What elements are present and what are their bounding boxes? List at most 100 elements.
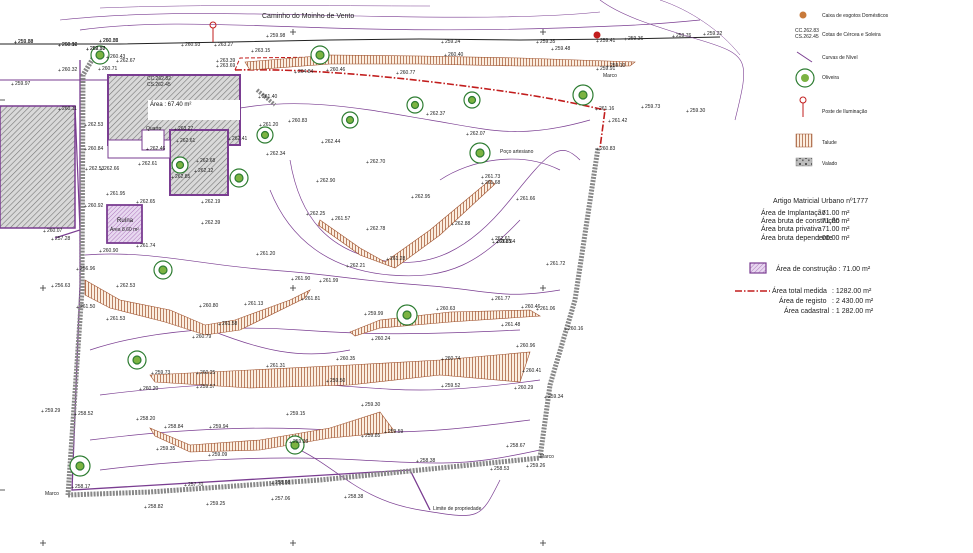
elevation-value: 259.59 — [388, 429, 404, 435]
svg-text:Área bruta dependente: Área bruta dependente — [761, 233, 833, 242]
elevation-mark-icon: + — [536, 307, 539, 313]
elevation-value: 262.53 — [88, 122, 104, 128]
elevation-value: 259.52 — [445, 383, 461, 389]
elevation-point: +261.16 — [595, 106, 615, 113]
elevation-point: +258.08 — [271, 480, 291, 487]
elevation-mark-icon: + — [306, 212, 309, 218]
olive-tree-icon — [90, 45, 110, 65]
elevation-mark-icon: + — [441, 384, 444, 390]
svg-text:Área cadastral: Área cadastral — [784, 306, 830, 315]
elevation-value: 259.30 — [365, 402, 381, 408]
elevation-value: 261.73 — [485, 174, 501, 180]
elevation-value: 258.67 — [510, 443, 526, 449]
elevation-mark-icon: + — [481, 181, 484, 187]
elevation-mark-icon: + — [116, 284, 119, 290]
elevation-value: 262.41 — [232, 136, 248, 142]
elevation-mark-icon: + — [426, 112, 429, 118]
elevation-mark-icon: + — [386, 257, 389, 263]
elevation-mark-icon: + — [526, 464, 529, 470]
elevation-value: 262.19 — [205, 199, 221, 205]
elevation-mark-icon: + — [116, 59, 119, 65]
building-cota-top: CC.262.82 — [147, 76, 171, 82]
elevation-value: 262.61 — [495, 236, 511, 242]
olive-tree-icon — [795, 68, 815, 88]
olive-tree-icon — [285, 435, 305, 455]
elevation-mark-icon: + — [331, 217, 334, 223]
elevation-point: +262.07 — [466, 131, 486, 138]
elevation-mark-icon: + — [289, 440, 292, 446]
elevation-point: +262.53 — [85, 166, 105, 173]
elevation-mark-icon: + — [596, 67, 599, 73]
elevation-value: 262.88 — [455, 221, 471, 227]
legend-item-poste: Poste de Iluminação — [799, 96, 868, 117]
elevation-value: 258.82 — [148, 504, 164, 510]
svg-text:: 71.00 m²: : 71.00 m² — [818, 218, 850, 225]
elevation-point: +260.63 — [436, 306, 456, 313]
elevation-mark-icon: + — [146, 147, 149, 153]
elevation-point: +260.46 — [521, 304, 541, 311]
elevation-mark-icon: + — [99, 249, 102, 255]
elevation-point: +261.20 — [256, 251, 276, 258]
elevation-value: 260.80 — [203, 303, 219, 309]
elevation-point: +260.02 — [99, 38, 119, 45]
elevation-point: +259.34 — [544, 394, 564, 401]
elevation-mark-icon: + — [686, 109, 689, 115]
elevation-mark-icon: + — [74, 412, 77, 418]
elevation-mark-icon: + — [43, 229, 46, 235]
elevation-mark-icon: + — [259, 123, 262, 129]
elevation-point: +260.92 — [84, 203, 104, 210]
construction-area: Área de construção : 71.00 m² — [776, 264, 871, 273]
elevation-mark-icon: + — [99, 39, 102, 45]
elevation-mark-icon: + — [184, 483, 187, 489]
elevation-value: 261.16 — [599, 106, 615, 112]
elevation-value: 262.61 — [180, 138, 196, 144]
elevation-mark-icon: + — [138, 162, 141, 168]
elevation-point: +260.96 — [58, 42, 78, 49]
elevation-point: +262.53 — [84, 122, 104, 129]
elevation-mark-icon: + — [326, 68, 329, 74]
elevation-value: 259.29 — [45, 408, 61, 414]
elevation-mark-icon: + — [199, 304, 202, 310]
elevation-value: 261.90 — [295, 276, 311, 282]
elevation-mark-icon: + — [384, 430, 387, 436]
elevation-point: +258.82 — [144, 504, 164, 511]
elevation-value: 259.68 — [18, 39, 34, 45]
elevation-point: +261.42 — [608, 118, 628, 125]
elevation-mark-icon: + — [86, 47, 89, 53]
elevation-point: +261.48 — [501, 322, 521, 329]
elevation-value: 262.53 — [89, 166, 105, 172]
elevation-value: 260.24 — [375, 336, 391, 342]
elevation-value: 259.57 — [200, 384, 216, 390]
elevation-value: 260.29 — [518, 385, 534, 391]
elevation-value: 261.48 — [505, 322, 521, 328]
svg-text:Talude: Talude — [822, 140, 837, 146]
elevation-point: +260.24 — [371, 336, 391, 343]
elevation-point: +259.15 — [286, 411, 306, 418]
elevation-point: +258.38 — [344, 494, 364, 501]
svg-text:: 00.00 m²: : 00.00 m² — [818, 235, 850, 242]
svg-text:Área bruta de construção: Área bruta de construção — [761, 216, 840, 225]
elevation-value: 261.50 — [80, 304, 96, 310]
elevation-mark-icon: + — [85, 167, 88, 173]
elevation-point: +261.68 — [481, 180, 501, 187]
elevation-point: +259.76 — [672, 33, 692, 40]
elevation-value: 260.41 — [526, 368, 542, 374]
elevation-mark-icon: + — [608, 119, 611, 125]
elevation-point: +261.81 — [301, 296, 321, 303]
elevation-mark-icon: + — [491, 237, 494, 243]
elevation-value: 261.40 — [262, 94, 278, 100]
elevation-mark-icon: + — [196, 371, 199, 377]
elevation-mark-icon: + — [366, 227, 369, 233]
elevation-value: 262.44 — [325, 139, 341, 145]
elevation-point: +261.57 — [331, 216, 351, 223]
elevation-mark-icon: + — [244, 302, 247, 308]
elevation-point: +263.69 — [216, 63, 236, 70]
elevation-point: +259.26 — [526, 463, 546, 470]
elevation-mark-icon: + — [209, 425, 212, 431]
elevation-point: +259.68 — [14, 39, 34, 46]
elevation-mark-icon: + — [71, 485, 74, 491]
elevation-mark-icon: + — [58, 43, 61, 49]
elevation-mark-icon: + — [326, 379, 329, 385]
elevation-value: 260.35 — [103, 38, 119, 44]
elevation-value: 262.53 — [120, 283, 136, 289]
